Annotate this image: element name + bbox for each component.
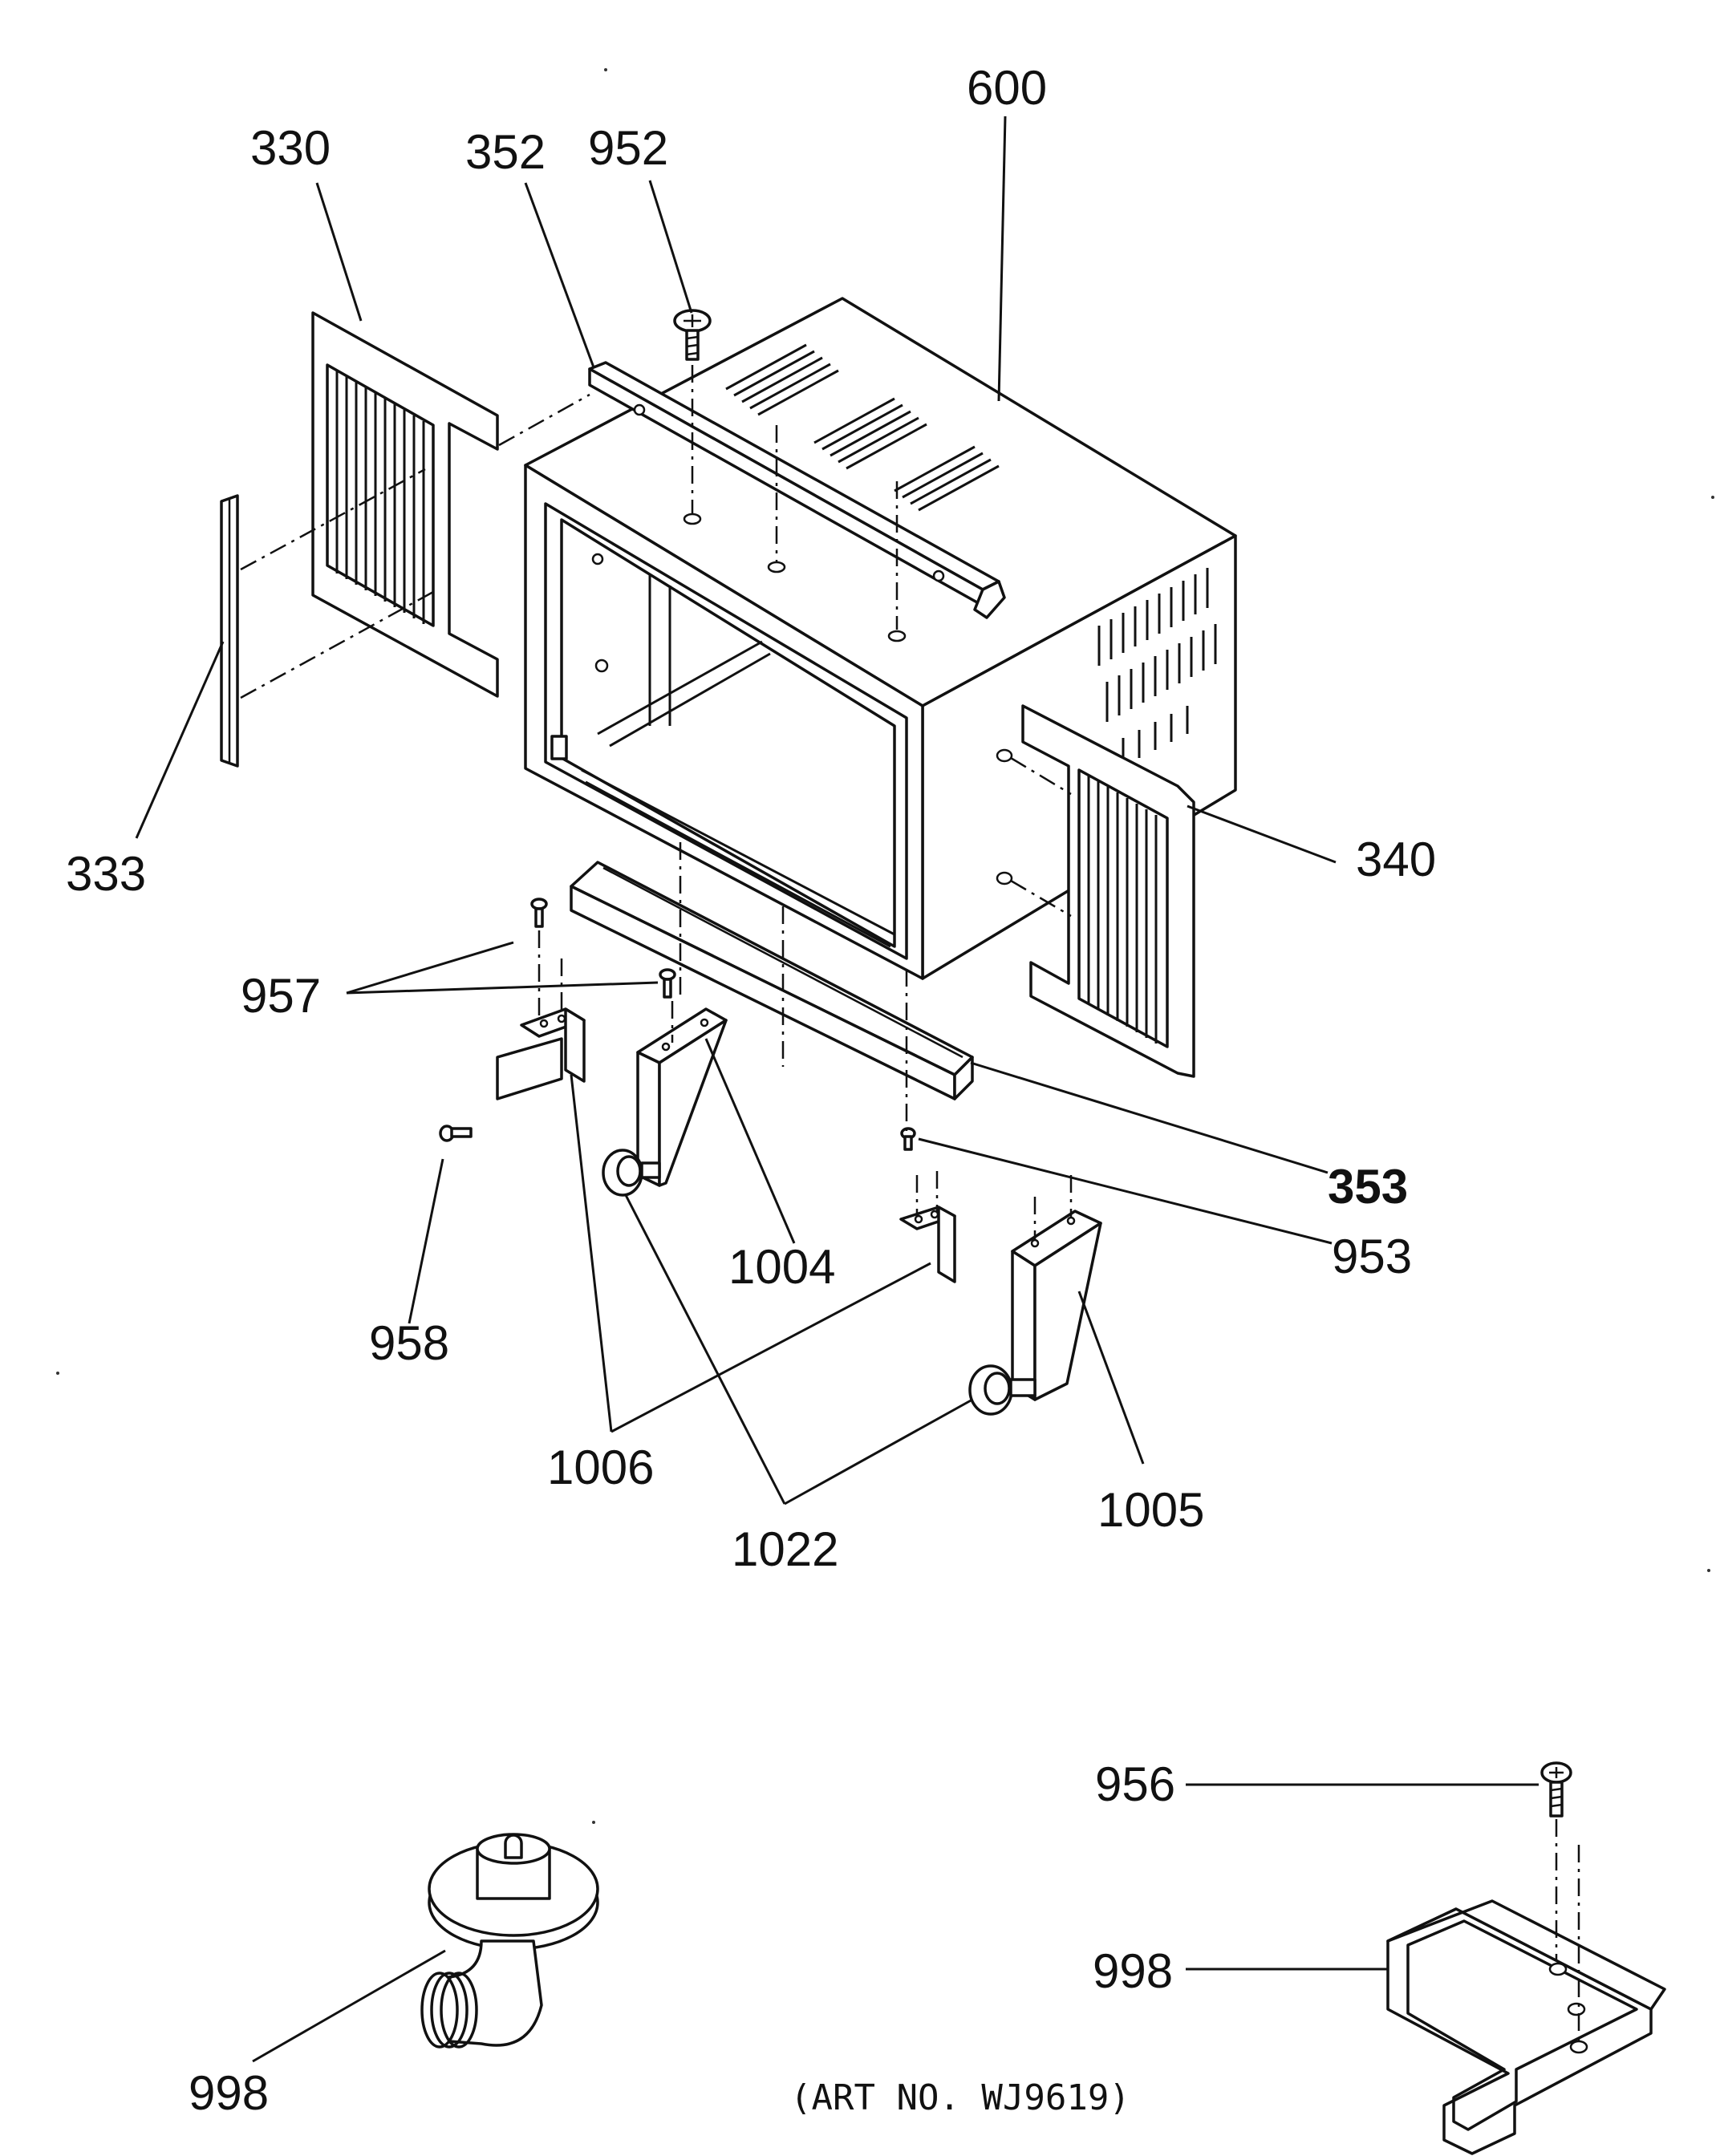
bottom-rail-353: [570, 861, 974, 1100]
seal-strip-333: [220, 494, 239, 768]
callout-340: 340: [1356, 833, 1436, 886]
callout-953: 953: [1332, 1230, 1412, 1283]
callout-952: 952: [588, 121, 668, 175]
screws-957: [530, 898, 676, 999]
top-vent-slots: [725, 343, 1000, 512]
screw-953: [900, 1127, 916, 1151]
callout-600: 600: [967, 61, 1047, 115]
callout-1006: 1006: [547, 1441, 654, 1494]
side-curtain-330: [311, 311, 499, 698]
drain-fitting-998: [420, 1833, 599, 2049]
callout-1005: 1005: [1097, 1483, 1204, 1537]
screw-952: [673, 309, 712, 361]
callout-333: 333: [66, 847, 146, 901]
callout-998-drain: 998: [189, 2066, 269, 2120]
top-rail-352: [588, 361, 1006, 619]
callout-958: 958: [369, 1316, 449, 1370]
side-vent-slots: [1097, 568, 1217, 766]
callout-330: 330: [250, 121, 331, 175]
bracket-1006-right: [899, 1206, 956, 1283]
callout-956: 956: [1095, 1757, 1175, 1811]
screw-958: [439, 1125, 473, 1142]
leader-lines: [135, 116, 1539, 2063]
callout-957: 957: [241, 969, 321, 1023]
screw-956: [1540, 1761, 1572, 1818]
bracket-1006-left: [496, 1007, 586, 1100]
leg-1005: [968, 1210, 1102, 1416]
art-number: (ART NO. WJ9619): [790, 2077, 1130, 2118]
assembly-lines: [240, 365, 1580, 2041]
callout-352: 352: [465, 125, 546, 179]
callout-353: 353: [1328, 1160, 1408, 1214]
drain-pan-998: [1386, 1899, 1666, 2155]
callout-1004: 1004: [728, 1240, 835, 1294]
callout-998-pan: 998: [1093, 1944, 1173, 1998]
callout-1022: 1022: [732, 1522, 838, 1576]
side-curtain-340: [1021, 704, 1195, 1078]
leg-1004: [602, 1007, 728, 1197]
